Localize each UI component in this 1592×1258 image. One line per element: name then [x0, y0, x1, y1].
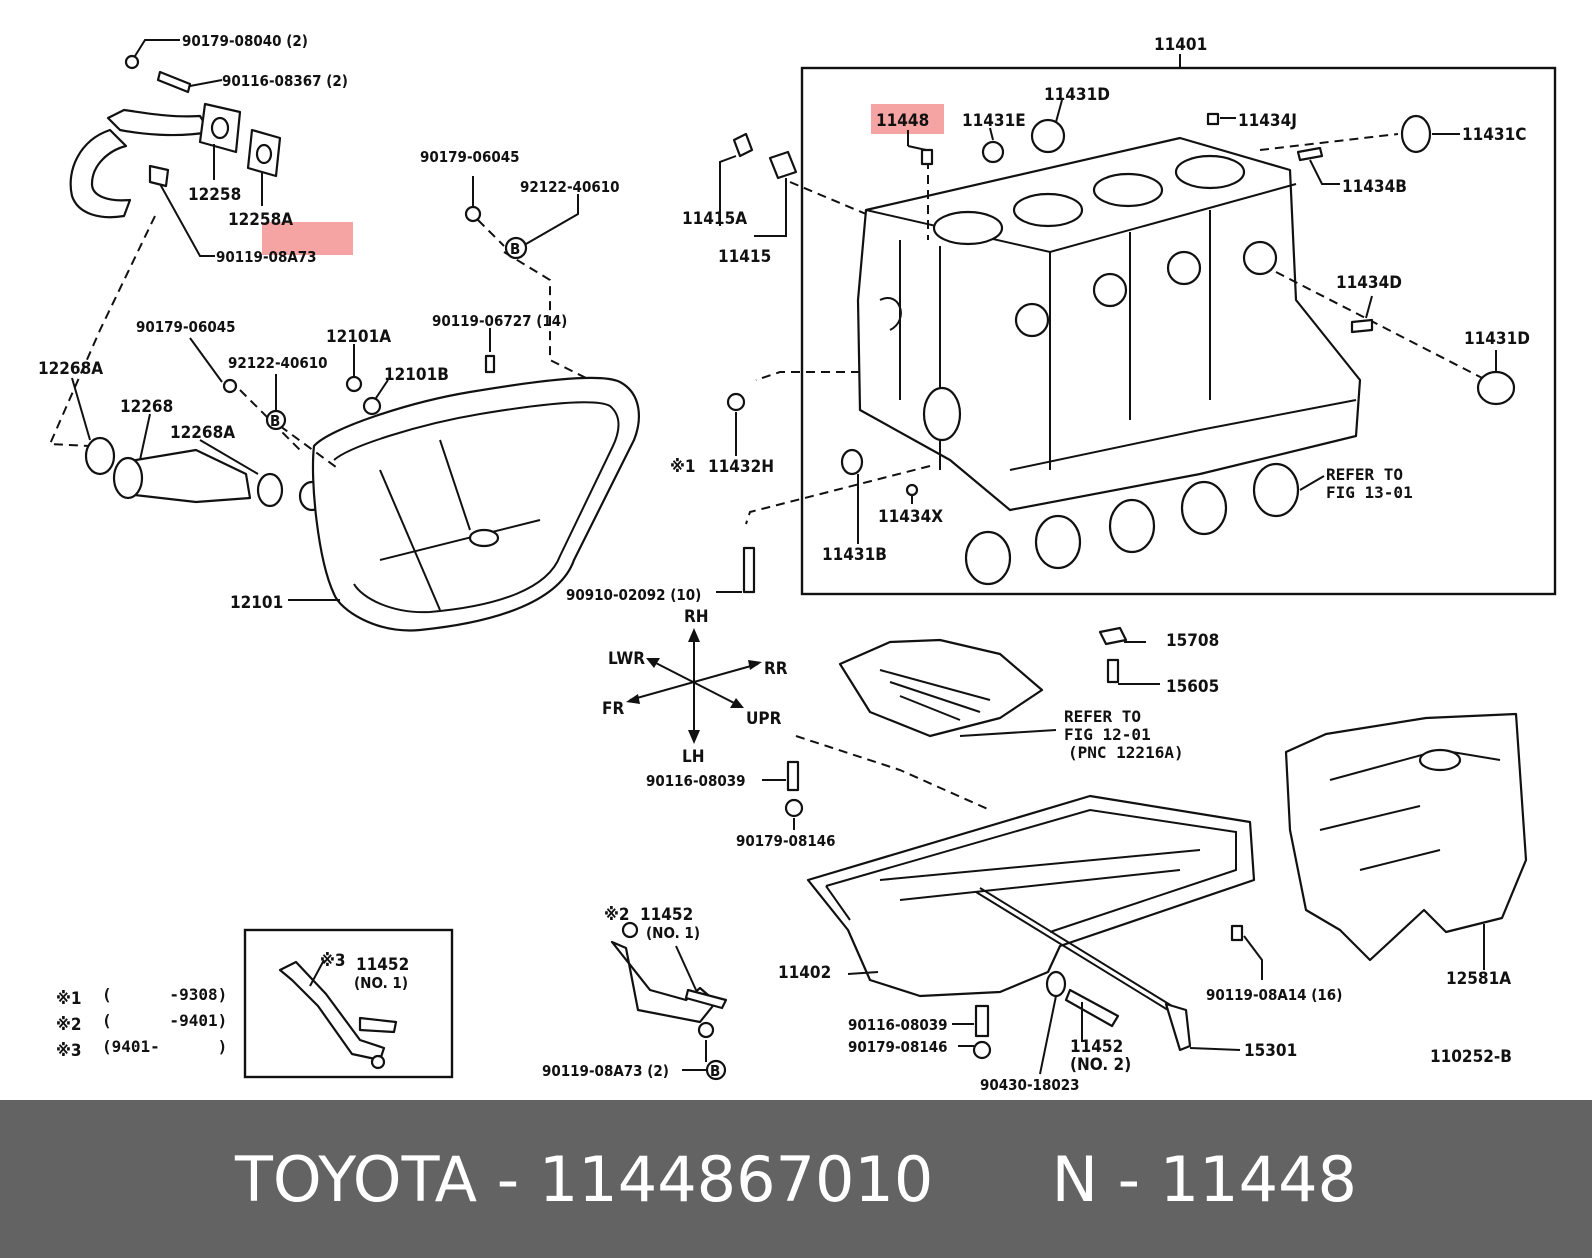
label-B: B [270, 412, 280, 430]
legend-mark-2: ※2 [56, 1015, 82, 1035]
part-label: 12268A [38, 359, 103, 379]
part-label: 11434J [1238, 111, 1297, 131]
refer-label: REFER TO [1064, 707, 1141, 726]
part-label: 90910-02092 (10) [566, 586, 701, 604]
part-label: 12101 [230, 593, 283, 613]
part-label: 90119-08A14 (16) [1206, 986, 1342, 1004]
part-label: 15301 [1244, 1041, 1297, 1061]
diagram-canvas: B B [38, 32, 1557, 1094]
part-label: (NO. 1) [646, 924, 700, 942]
diagram-id: 110252-B [1430, 1047, 1512, 1067]
direction-lwr: LWR [608, 649, 645, 669]
part-label-mark: ※2 [604, 905, 630, 925]
highlight-11448 [871, 104, 944, 134]
part-label: 12258 [188, 185, 241, 205]
legend-mark-3: ※3 [56, 1041, 82, 1061]
part-label-highlighted: 11448 [876, 111, 929, 131]
direction-rh: RH [684, 607, 709, 627]
refer-label: FIG 13-01 [1326, 483, 1413, 502]
direction-fr: FR [602, 699, 624, 719]
label-B: B [510, 240, 520, 258]
part-label: 90430-18023 [980, 1076, 1080, 1094]
part-label: 12268A [170, 423, 235, 443]
part-label: 90119-08A73 [216, 248, 317, 266]
stiffener-12581A [1284, 712, 1528, 962]
part-label: 90116-08367 (2) [222, 72, 348, 90]
part-label: 12101A [326, 327, 391, 347]
part-label: 90179-08146 [848, 1038, 948, 1056]
part-label: 11401 [1154, 35, 1207, 55]
lower-oil-pan [806, 794, 1256, 998]
sensor-11452 [610, 921, 728, 1024]
direction-indicator [626, 628, 762, 744]
cylinder-block [856, 136, 1362, 512]
direction-upr: UPR [746, 709, 782, 729]
highlight-empty [262, 222, 353, 255]
refer-label: (PNC 12216A) [1068, 743, 1184, 762]
part-label: (NO. 2) [1070, 1055, 1131, 1075]
inset-sensor [278, 960, 398, 1070]
hose-12268 [84, 436, 326, 512]
part-label: 90179-06045 [420, 148, 520, 166]
part-label: 90179-06045 [136, 318, 236, 336]
part-label: 90116-08039 [646, 772, 746, 790]
part-label: 90179-08040 (2) [182, 32, 308, 50]
oil-pan-12101 [311, 376, 640, 632]
legend-range-1: ( -9308) [102, 985, 227, 1004]
baffle-plate [838, 626, 1128, 738]
part-label: 15605 [1166, 677, 1219, 697]
part-label: 11452 [1070, 1037, 1123, 1057]
part-label: (NO. 1) [354, 974, 408, 992]
label-B: B [710, 1062, 720, 1080]
part-label-mark: ※1 [670, 457, 696, 477]
part-label: 90119-06727 (14) [432, 312, 567, 330]
footer-part-number: TOYOTA - 1144867010 N - 11448 [235, 1142, 1357, 1216]
footer-bar [0, 1100, 1592, 1258]
part-label: 11431C [1462, 125, 1526, 145]
inset-box [243, 928, 454, 1079]
part-label-mark: ※3 [320, 951, 346, 971]
part-label: 11452 [356, 955, 409, 975]
part-label: 11431D [1044, 85, 1110, 105]
water-hose-assembly [69, 54, 282, 219]
legend-range-3: (9401- ) [102, 1037, 227, 1056]
part-label: 90179-08146 [736, 832, 836, 850]
part-label: 12268 [120, 397, 173, 417]
crank-bearings [964, 462, 1300, 586]
part-label: 11452 [640, 905, 693, 925]
part-label: 12581A [1446, 969, 1511, 989]
direction-rr: RR [764, 659, 788, 679]
part-label: 11431D [1464, 329, 1530, 349]
legend-range-2: ( -9401) [102, 1011, 227, 1030]
direction-lh: LH [682, 747, 705, 767]
part-label: 15708 [1166, 631, 1219, 651]
part-label: 11434X [878, 507, 943, 527]
legend-mark-1: ※1 [56, 989, 82, 1009]
part-label: 11434D [1336, 273, 1402, 293]
part-label: 11431E [962, 111, 1026, 131]
part-label: 11402 [778, 963, 831, 983]
part-label: 92122-40610 [520, 178, 620, 196]
part-label: 90116-08039 [848, 1016, 948, 1034]
part-label: 92122-40610 [228, 354, 328, 372]
block-frame [800, 66, 1557, 596]
part-label: 11415 [718, 247, 771, 267]
part-label: 11431B [822, 545, 887, 565]
part-label: 90119-08A73 (2) [542, 1062, 669, 1080]
part-label: 12258A [228, 210, 293, 230]
refer-label: FIG 12-01 [1064, 725, 1151, 744]
part-label: 12101B [384, 365, 449, 385]
part-label: 11434B [1342, 177, 1407, 197]
part-label: 11432H [708, 457, 774, 477]
part-label: 11415A [682, 209, 747, 229]
refer-label: REFER TO [1326, 465, 1403, 484]
